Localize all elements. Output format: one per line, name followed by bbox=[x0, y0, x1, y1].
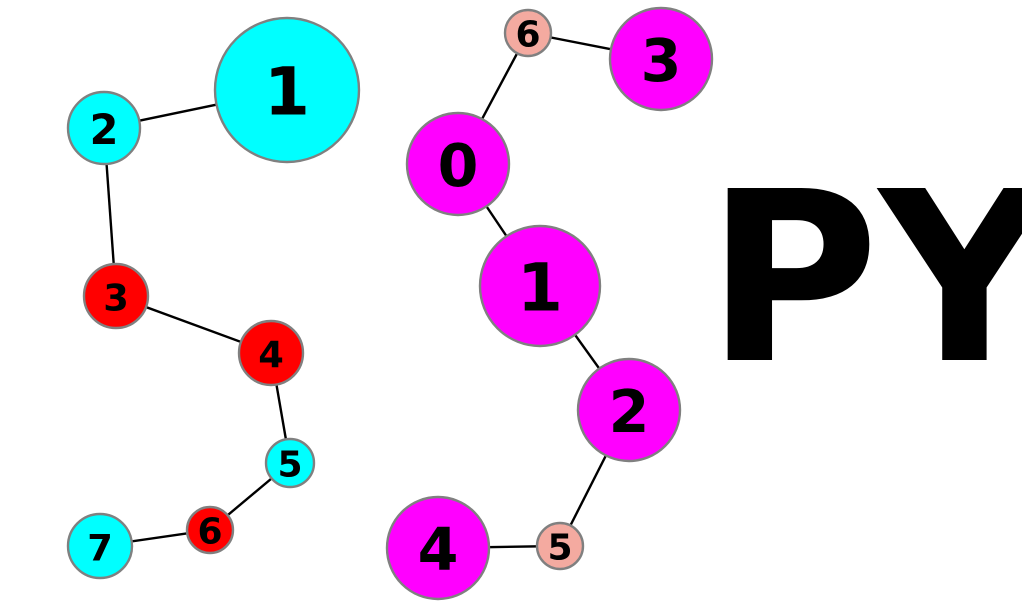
node-circle bbox=[213, 16, 361, 164]
node-label: 2 bbox=[609, 378, 650, 446]
graph-node: 0 bbox=[405, 111, 511, 217]
node-label: 0 bbox=[438, 132, 479, 200]
graph-node: 6 bbox=[503, 8, 553, 58]
node-circle bbox=[503, 8, 553, 58]
py-text: PY bbox=[706, 141, 1022, 416]
node-circle bbox=[66, 512, 134, 580]
node-circle bbox=[185, 505, 235, 555]
graph-node: 7 bbox=[66, 512, 134, 580]
graph-node: 3 bbox=[608, 6, 714, 112]
graph-node: 1 bbox=[213, 16, 361, 164]
node-circle bbox=[576, 357, 682, 463]
graph-node: 2 bbox=[66, 90, 142, 166]
node-label: 6 bbox=[197, 512, 222, 553]
graph-node: 3 bbox=[82, 262, 150, 330]
node-circle bbox=[66, 90, 142, 166]
node-circle bbox=[264, 437, 316, 489]
graph-node: 4 bbox=[237, 319, 305, 387]
node-label: 4 bbox=[418, 516, 459, 584]
graph-node: 2 bbox=[576, 357, 682, 463]
node-circle bbox=[385, 495, 491, 601]
graph-node: 5 bbox=[535, 521, 585, 571]
node-circle bbox=[405, 111, 511, 217]
graph-node: 6 bbox=[185, 505, 235, 555]
graph-node: 5 bbox=[264, 437, 316, 489]
node-circle bbox=[82, 262, 150, 330]
node-label: 3 bbox=[641, 27, 682, 95]
node-label: 1 bbox=[517, 250, 563, 327]
graph-node: 1 bbox=[478, 224, 602, 348]
node-label: 4 bbox=[258, 334, 284, 377]
node-label: 7 bbox=[87, 527, 113, 570]
node-circle bbox=[478, 224, 602, 348]
node-circle bbox=[535, 521, 585, 571]
node-label: 5 bbox=[547, 528, 572, 569]
node-label: 3 bbox=[103, 277, 129, 320]
node-label: 5 bbox=[277, 445, 302, 486]
node-label: 6 bbox=[515, 15, 540, 56]
node-label: 1 bbox=[264, 54, 310, 131]
node-circle bbox=[608, 6, 714, 112]
node-label: 2 bbox=[90, 106, 119, 154]
graph-node: 4 bbox=[385, 495, 491, 601]
node-circle bbox=[237, 319, 305, 387]
